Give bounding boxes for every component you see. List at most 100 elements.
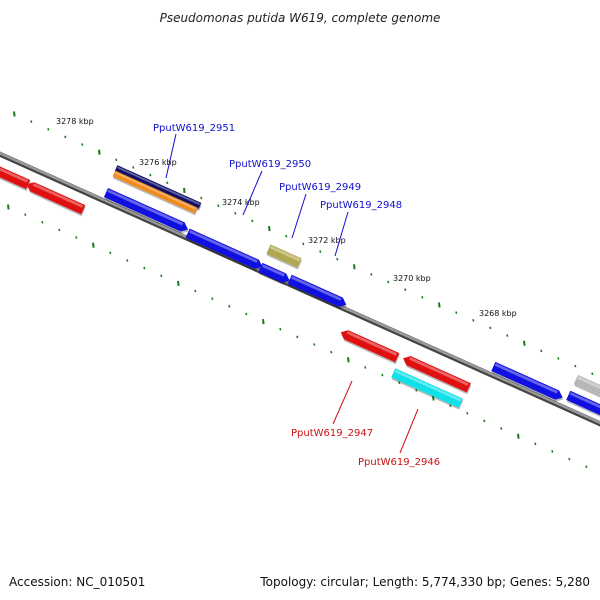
genome-summary: Topology: circular; Length: 5,774,330 bp… [259, 575, 590, 589]
tick-mark [234, 212, 237, 215]
tick-mark [534, 442, 537, 446]
tick-mark [81, 143, 84, 146]
red-cds-left-1[interactable] [0, 163, 31, 192]
gray-feature-right[interactable] [573, 374, 600, 404]
tick-mark [353, 264, 356, 270]
tick-mark [313, 343, 316, 346]
tick-mark [370, 273, 373, 276]
tick-mark [24, 213, 27, 216]
tick-mark [438, 302, 441, 308]
tick-mark [489, 326, 492, 330]
tick-mark [30, 120, 33, 123]
cyan-feature-2946[interactable] [391, 368, 464, 410]
tick-mark [183, 187, 186, 194]
tick-mark [47, 127, 50, 131]
tick-mark [472, 318, 475, 322]
tick-mark [177, 280, 180, 287]
features [0, 163, 600, 423]
blue-cds-2951[interactable] [103, 187, 191, 236]
blue-cds-2949[interactable] [258, 262, 293, 287]
tick-mark [336, 257, 339, 261]
tick-mark [245, 312, 248, 316]
tick-mark [296, 335, 299, 339]
tick-mark [574, 364, 577, 368]
gene-labels: PputW619_2951 PputW619_2950 PputW619_294… [153, 123, 440, 468]
scale-label-3268: 3268 kbp [479, 309, 517, 318]
gene-label-2950[interactable]: PputW619_2950 [229, 159, 311, 170]
tick-mark [483, 419, 486, 423]
tick-mark [540, 349, 543, 353]
tick-mark [166, 181, 169, 185]
leader-line [332, 380, 353, 425]
leader-line [334, 211, 349, 257]
tick-mark [126, 259, 129, 262]
tick-mark [500, 427, 503, 430]
tick-mark [149, 173, 152, 177]
blue-cds-right[interactable] [491, 361, 566, 404]
tick-mark [432, 395, 435, 401]
scale-label-3274: 3274 kbp [222, 198, 260, 207]
tick-mark [302, 242, 305, 246]
leader-line [165, 133, 177, 179]
tick-mark [421, 296, 424, 299]
tick-mark [92, 242, 95, 248]
scale-label-3278: 3278 kbp [56, 117, 94, 126]
tick-mark [211, 297, 214, 300]
tick-mark [364, 366, 367, 369]
accession-text: Accession: NC_010501 [9, 575, 145, 589]
leader-line [242, 170, 263, 216]
tick-mark [517, 433, 520, 439]
tick-mark [506, 334, 509, 337]
blue-cds-2950[interactable] [185, 228, 266, 274]
scale-label-3276: 3276 kbp [139, 158, 177, 167]
tick-mark [115, 158, 118, 162]
tick-mark [58, 228, 61, 232]
tick-mark [228, 305, 231, 308]
tick-mark [132, 166, 135, 169]
tick-mark [551, 450, 554, 453]
tick-mark [194, 289, 197, 293]
tick-mark [347, 357, 350, 363]
map-title: Pseudomonas putida W619, complete genome [160, 11, 441, 25]
tick-mark [449, 404, 452, 407]
blue-cds-edge[interactable] [566, 390, 600, 423]
tick-mark [251, 219, 254, 223]
tick-mark [143, 266, 146, 270]
tick-mark [279, 327, 282, 331]
blue-cds-2948[interactable] [287, 274, 349, 311]
red-cds-left-2[interactable] [24, 180, 86, 217]
tick-mark [398, 381, 401, 385]
tick-mark [568, 457, 571, 461]
tick-mark [330, 350, 333, 354]
tick-mark [415, 389, 418, 392]
scale-labels: 3278 kbp 3276 kbp 3274 kbp 3272 kbp 3270… [56, 117, 517, 318]
tick-mark [285, 234, 288, 238]
tick-mark [585, 465, 588, 469]
orange-feature-2951[interactable] [112, 170, 199, 216]
tick-mark [523, 340, 526, 346]
red-cds-2946[interactable] [400, 354, 472, 395]
tick-mark [591, 372, 594, 376]
tick-mark [7, 204, 10, 210]
tick-mark [64, 135, 67, 139]
tick-mark [557, 357, 560, 360]
tick-marks [7, 111, 594, 469]
gene-label-2951[interactable]: PputW619_2951 [153, 123, 235, 134]
tick-mark [75, 236, 78, 239]
tick-mark [455, 311, 458, 314]
gene-label-2948[interactable]: PputW619_2948 [320, 200, 402, 211]
gene-label-2947[interactable]: PputW619_2947 [291, 428, 373, 439]
tick-mark [13, 111, 16, 117]
gene-label-2949[interactable]: PputW619_2949 [279, 182, 361, 193]
tick-mark [466, 411, 469, 415]
tick-mark [160, 274, 163, 278]
red-cds-2947[interactable] [338, 328, 400, 365]
leader-line [399, 408, 419, 454]
scale-label-3272: 3272 kbp [308, 236, 346, 245]
tick-mark [387, 280, 390, 284]
gene-label-2946[interactable]: PputW619_2946 [358, 457, 440, 468]
tick-mark [109, 251, 112, 255]
tick-mark [381, 373, 384, 377]
olive-feature-2949[interactable] [266, 244, 303, 270]
